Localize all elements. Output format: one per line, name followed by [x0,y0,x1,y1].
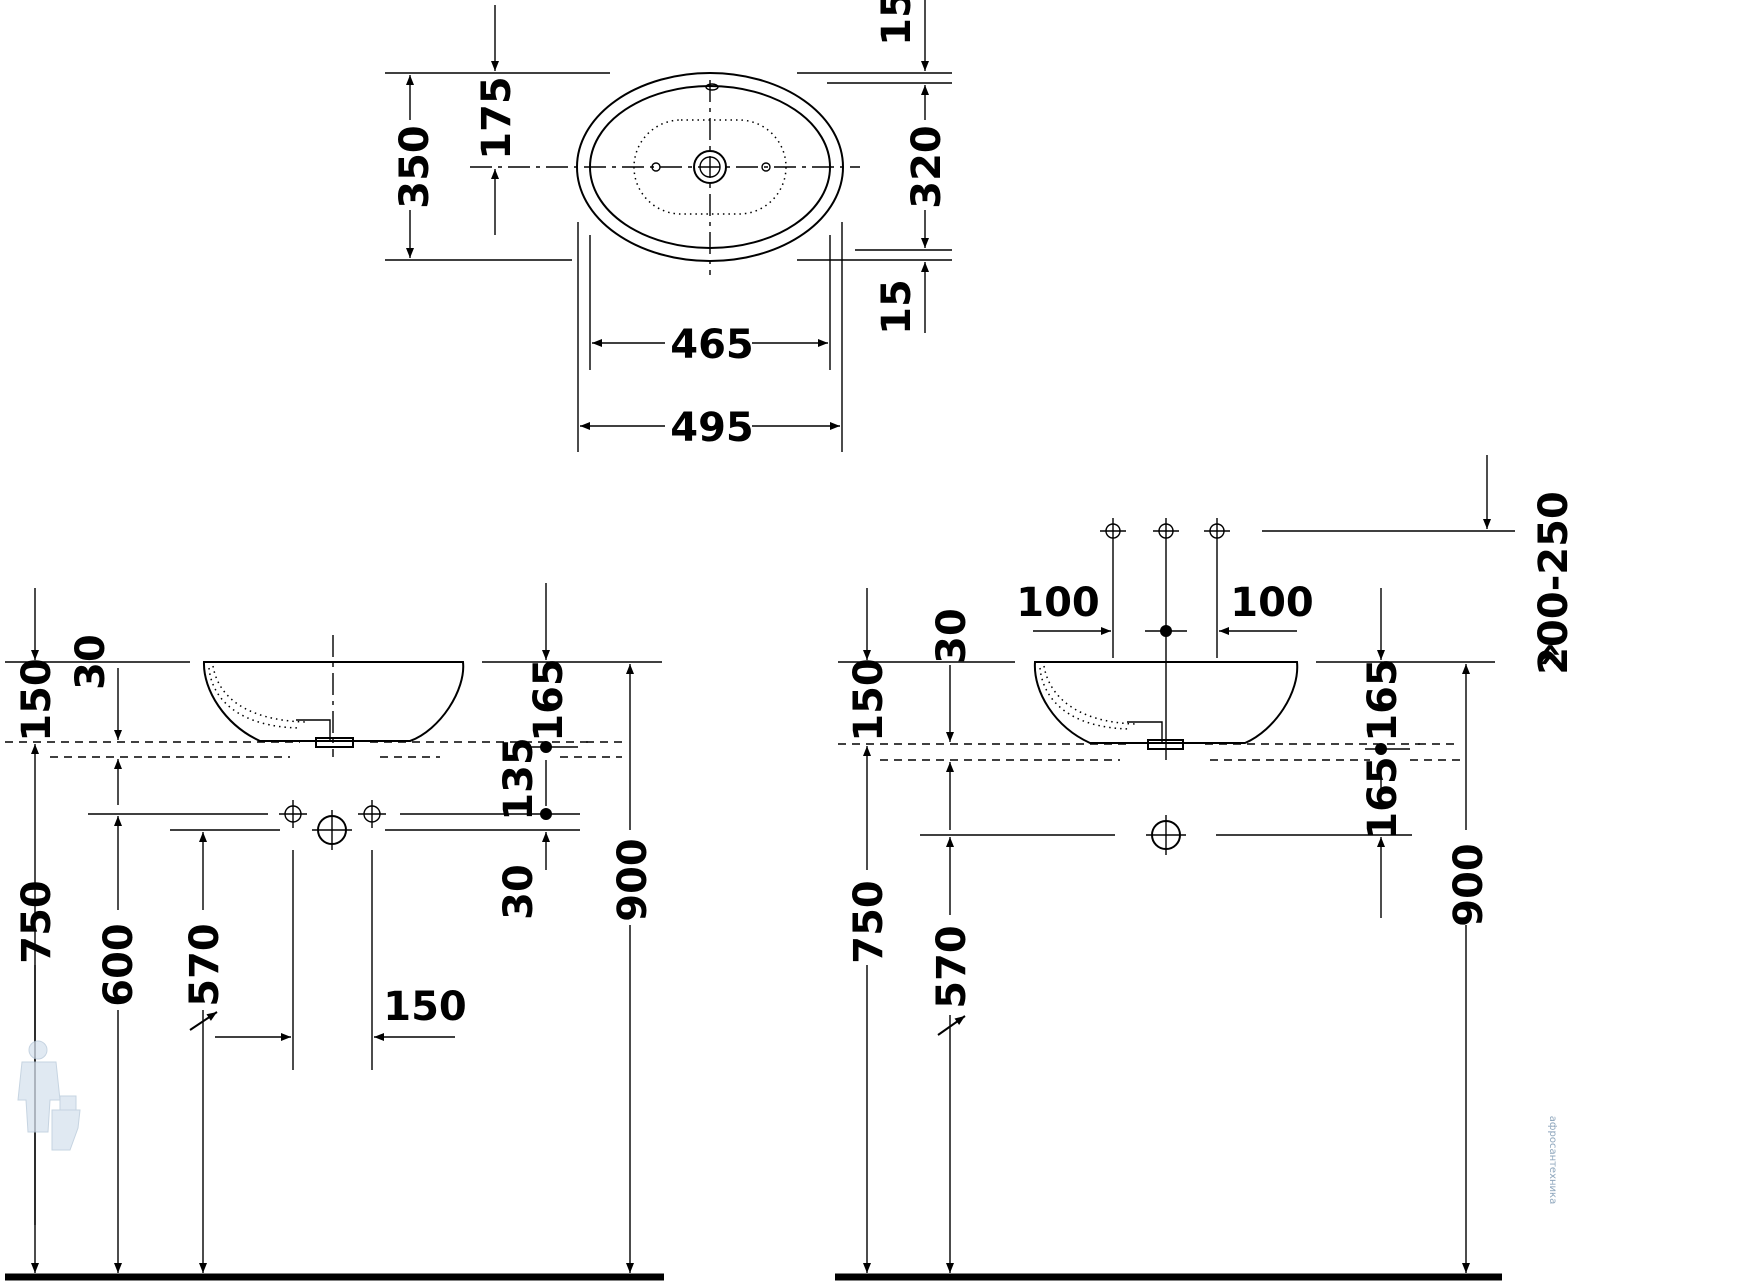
dim-495-label: 495 [670,405,754,451]
ref-dot-supply [540,808,552,820]
overflow-hole [706,84,718,90]
dim-30-supply-label: 30 [496,864,542,920]
dim-165-left-label: 165 [526,658,572,742]
dim-350-label: 350 [392,125,438,209]
dim-30-right-label: 30 [929,608,975,664]
dim-150-left-label: 150 [14,658,60,742]
dim-750-right-label: 750 [846,880,892,964]
dim-465-label: 465 [670,322,754,368]
dim-135-label: 135 [496,737,542,821]
dim-150-right-label: 150 [846,658,892,742]
dim-100-left-label: 100 [1016,580,1100,626]
dim-570-right-label: 570 [929,925,975,1009]
dim-165-drain-label: 165 [1360,756,1406,840]
dim-175-label: 175 [474,76,520,160]
wall-tap-approx-mark: » [1526,642,1572,668]
dim-150-spacing-label: 150 [383,984,467,1030]
side-view-right: 100 100 200-250 » 150 30 165 165 750 570… [835,455,1577,1277]
watermark-logo [18,1041,80,1150]
side-view-left: 150 30 165 135 30 750 600 570 150 900 [5,583,664,1277]
dim-900-left-label: 900 [610,838,656,922]
drain-fitting-right [1148,740,1183,749]
dim-200-250-label: 200-250 [1531,491,1577,675]
dim-320-label: 320 [904,125,950,209]
dim-100-right-label: 100 [1230,580,1314,626]
drain-fitting-left [316,738,353,747]
dim-900-right-label: 900 [1446,843,1492,927]
dim-570-left-label: 570 [182,923,228,1007]
mount-hole-right [762,163,770,171]
basin-profile-right [1035,662,1297,743]
top-view: 350 175 15 320 15 465 495 [385,0,952,452]
dim-15-top-label: 15 [874,0,920,46]
dim-165-top-right-label: 165 [1360,658,1406,742]
dim-30-left-label: 30 [68,634,114,690]
watermark-vertical-text: aфросантехникa [1547,1116,1558,1204]
dim-15-bottom-label: 15 [874,279,920,335]
dim-750-left-label: 750 [14,880,60,964]
dim-600-label: 600 [96,923,142,1007]
basin-profile-left [204,662,463,741]
